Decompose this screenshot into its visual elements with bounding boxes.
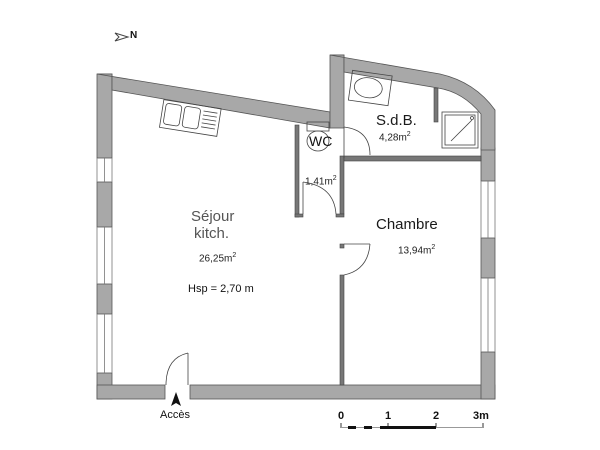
windows-right bbox=[480, 181, 496, 352]
room-chambre-area: 13,94m2 bbox=[398, 244, 436, 257]
interior-walls bbox=[294, 87, 482, 386]
room-sejour-name2: kitch. bbox=[194, 225, 230, 242]
room-wc-name: WC bbox=[309, 133, 333, 149]
scale-bar bbox=[340, 423, 484, 429]
ceiling-height-note: Hsp = 2,70 m bbox=[188, 283, 254, 295]
doors bbox=[165, 126, 371, 386]
scale-tick-0: 0 bbox=[338, 410, 345, 422]
north-arrow-icon bbox=[114, 32, 130, 42]
kitchen-sink-icon bbox=[159, 99, 222, 137]
room-sdb-area: 4,28m2 bbox=[379, 131, 411, 144]
washbasin-icon bbox=[347, 69, 393, 107]
room-sdb-name: S.d.B. bbox=[376, 112, 417, 129]
room-sejour-area: 26,25m2 bbox=[199, 252, 237, 265]
entrance-arrow-icon bbox=[171, 392, 181, 406]
compass-label: N bbox=[130, 30, 138, 41]
scale-tick-3: 3m bbox=[473, 410, 489, 422]
scale-tick-1: 1 bbox=[385, 410, 392, 422]
walls bbox=[96, 54, 496, 400]
windows-left bbox=[96, 158, 113, 373]
room-sejour-name: Séjour bbox=[191, 208, 235, 225]
room-chambre-name: Chambre bbox=[376, 216, 438, 233]
toilet-icon bbox=[306, 121, 330, 152]
shower-icon bbox=[441, 111, 479, 149]
room-wc-area: 1,41m2 bbox=[305, 175, 337, 188]
entrance-label: Accès bbox=[160, 409, 190, 421]
scale-tick-2: 2 bbox=[433, 410, 440, 422]
